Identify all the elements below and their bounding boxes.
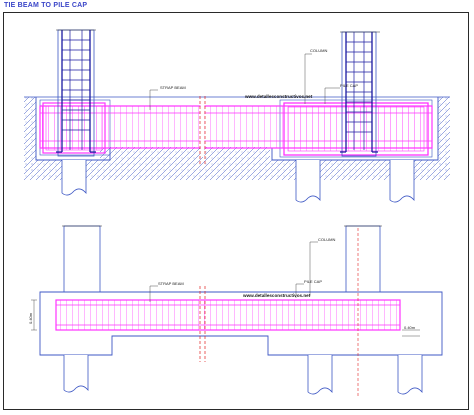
left-cap-rebar — [42, 102, 106, 154]
plan-piles — [63, 355, 423, 395]
plan-left-column — [63, 225, 101, 293]
plan-left-dimension-text: 0.40m — [28, 312, 33, 324]
right-cap-rebar — [283, 102, 429, 156]
plan-watermark: www.detallesconstructivos.net — [242, 293, 311, 298]
left-column — [56, 29, 96, 157]
soil-hatch — [24, 97, 450, 180]
plan-column-label: COLUMN — [318, 237, 335, 242]
plan-leaders — [149, 241, 318, 302]
plan-break-line — [199, 286, 206, 362]
section-pile-cap-label: PILE CAP — [340, 83, 358, 88]
plan-right-dimension-text: 0.40m — [404, 325, 416, 330]
section-piles — [61, 160, 415, 203]
plan-pile-cap-label: PILE CAP — [304, 279, 322, 284]
plan-left-dimension — [31, 299, 37, 331]
plan-view: 0.40m 0.40m COLUMN STRAP BEAM PILE CAP — [28, 225, 443, 398]
plan-strap-beam-label: STRAP BEAM — [158, 281, 184, 286]
section-strap-beam-label: STRAP BEAM — [160, 85, 186, 90]
plan-right-column — [345, 225, 381, 293]
section-break-line — [199, 96, 206, 166]
section-watermark: www.detallesconstructivos.net — [244, 94, 313, 99]
right-column — [340, 31, 380, 157]
section-column-label: COLUMN — [310, 48, 327, 53]
drawing-title: TIE BEAM TO PILE CAP — [4, 2, 88, 9]
section-leaders — [149, 53, 340, 110]
drawing-frame — [3, 12, 469, 410]
plan-rebar — [55, 299, 401, 331]
section-view: COLUMN STRAP BEAM PILE CAP www.detallesc… — [24, 29, 450, 203]
plan-right-dimension — [402, 329, 420, 337]
